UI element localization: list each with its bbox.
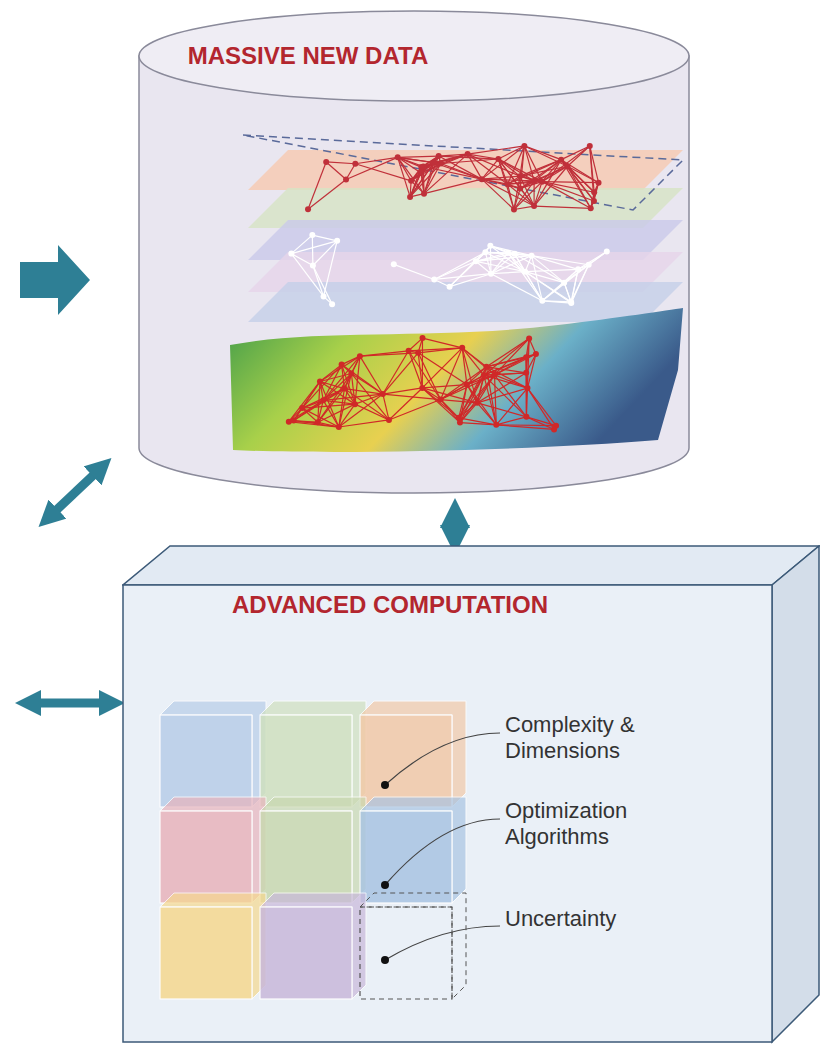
cylinder-top (139, 11, 689, 101)
callout-label: Complexity & Dimensions (505, 712, 685, 765)
diagonal-arrow (48, 467, 102, 518)
leader-line (385, 733, 500, 785)
cylinder-outline (138, 10, 690, 496)
callout-dot (381, 781, 389, 789)
cylinder-body (139, 56, 689, 493)
node-title: ADVANCED COMPUTATION (165, 591, 615, 619)
leader-line (385, 819, 500, 885)
data-cylinder: MASSIVE NEW DATA (138, 10, 690, 496)
horizontal-arrow (28, 699, 112, 708)
block-arrow (20, 245, 90, 315)
callout-dot (381, 956, 389, 964)
box-top (123, 546, 819, 585)
box-side (772, 546, 819, 1042)
leader-line (385, 926, 500, 960)
box-outline (122, 545, 820, 1044)
double-arrow (450, 510, 460, 543)
callout-label: Optimization Algorithms (505, 798, 685, 851)
node-title: MASSIVE NEW DATA (168, 42, 448, 70)
callout-dot (381, 881, 389, 889)
computation-box: ADVANCED COMPUTATION (122, 545, 820, 1044)
callout-label: Uncertainty (505, 906, 685, 932)
box-front (123, 585, 772, 1042)
cube-grid (160, 701, 500, 999)
data-layers (230, 135, 683, 452)
